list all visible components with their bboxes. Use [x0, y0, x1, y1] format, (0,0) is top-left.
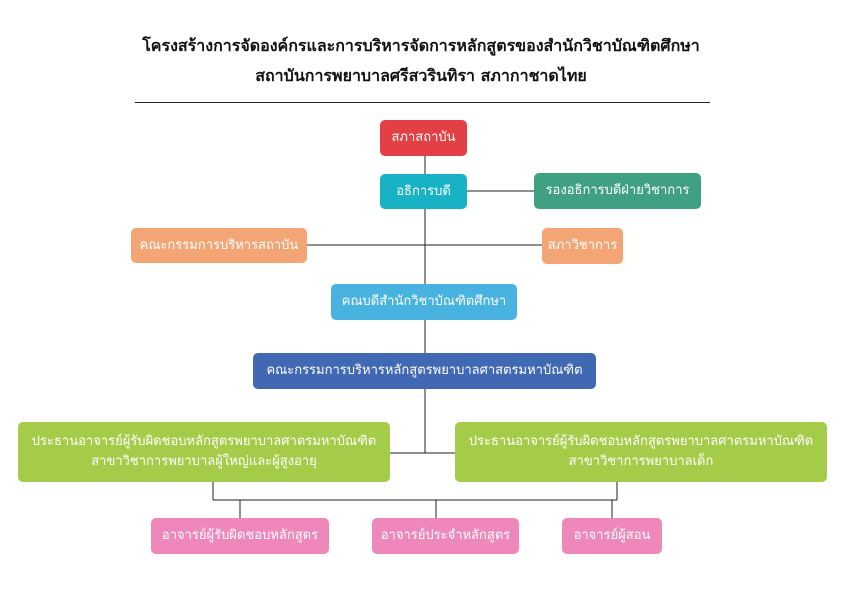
node-director-label: อธิการบดี [396, 183, 451, 199]
diagram-title-line1: โครงสร้างการจัดองค์กรและการบริหารจัดการห… [142, 36, 700, 55]
node-vice-director: รองอธิการบดีฝ่ายวิชาการ [534, 173, 701, 209]
node-chair-child: ประธานอาจารย์ผู้รับผิดชอบหลักสูตรพยาบาลศ… [455, 422, 827, 482]
node-academic-council-label: สภาวิชาการ [547, 238, 618, 253]
node-council: สภาสถาบัน [380, 120, 467, 156]
node-director: อธิการบดี [380, 174, 467, 209]
node-chair-adult-line2: สาขาวิชาการพยาบาลผู้ใหญ่และผู้สูงอายุ [91, 454, 317, 469]
node-admin-committee: คณะกรรมการบริหารสถาบัน [131, 228, 307, 263]
node-chair-child-line2: สาขาวิชาการพยาบาลเด็ก [568, 454, 714, 469]
node-responsible-faculty-label: อาจารย์ผู้รับผิดชอบหลักสูตร [161, 528, 319, 543]
node-vice-director-label: รองอธิการบดีฝ่ายวิชาการ [545, 183, 690, 198]
node-responsible-faculty: อาจารย์ผู้รับผิดชอบหลักสูตร [151, 518, 329, 554]
node-chair-child-line1: ประธานอาจารย์ผู้รับผิดชอบหลักสูตรพยาบาลศ… [468, 434, 814, 449]
node-curriculum-committee-label: คณะกรรมการบริหารหลักสูตรพยาบาลศาสตรมหาบั… [266, 363, 583, 378]
node-chair-adult-line1: ประธานอาจารย์ผู้รับผิดชอบหลักสูตรพยาบาลศ… [31, 434, 377, 449]
node-dean: คณบดีสำนักวิชาบัณฑิตศึกษา [331, 284, 517, 320]
node-teaching-faculty-label: อาจารย์ผู้สอน [573, 528, 651, 543]
node-academic-council: สภาวิชาการ [542, 228, 623, 264]
node-curriculum-committee: คณะกรรมการบริหารหลักสูตรพยาบาลศาสตรมหาบั… [253, 353, 596, 389]
node-teaching-faculty: อาจารย์ผู้สอน [562, 518, 662, 554]
diagram-title-line2: สถาบันการพยาบาลศรีสวรินทิรา สภากาชาดไทย [255, 66, 587, 85]
title-divider [135, 102, 710, 103]
node-curriculum-faculty-label: อาจารย์ประจำหลักสูตร [380, 528, 511, 543]
node-dean-label: คณบดีสำนักวิชาบัณฑิตศึกษา [341, 294, 507, 309]
node-admin-committee-label: คณะกรรมการบริหารสถาบัน [139, 237, 299, 253]
node-chair-adult: ประธานอาจารย์ผู้รับผิดชอบหลักสูตรพยาบาลศ… [18, 422, 390, 482]
node-curriculum-faculty: อาจารย์ประจำหลักสูตร [372, 518, 519, 554]
node-council-label: สภาสถาบัน [391, 130, 456, 145]
